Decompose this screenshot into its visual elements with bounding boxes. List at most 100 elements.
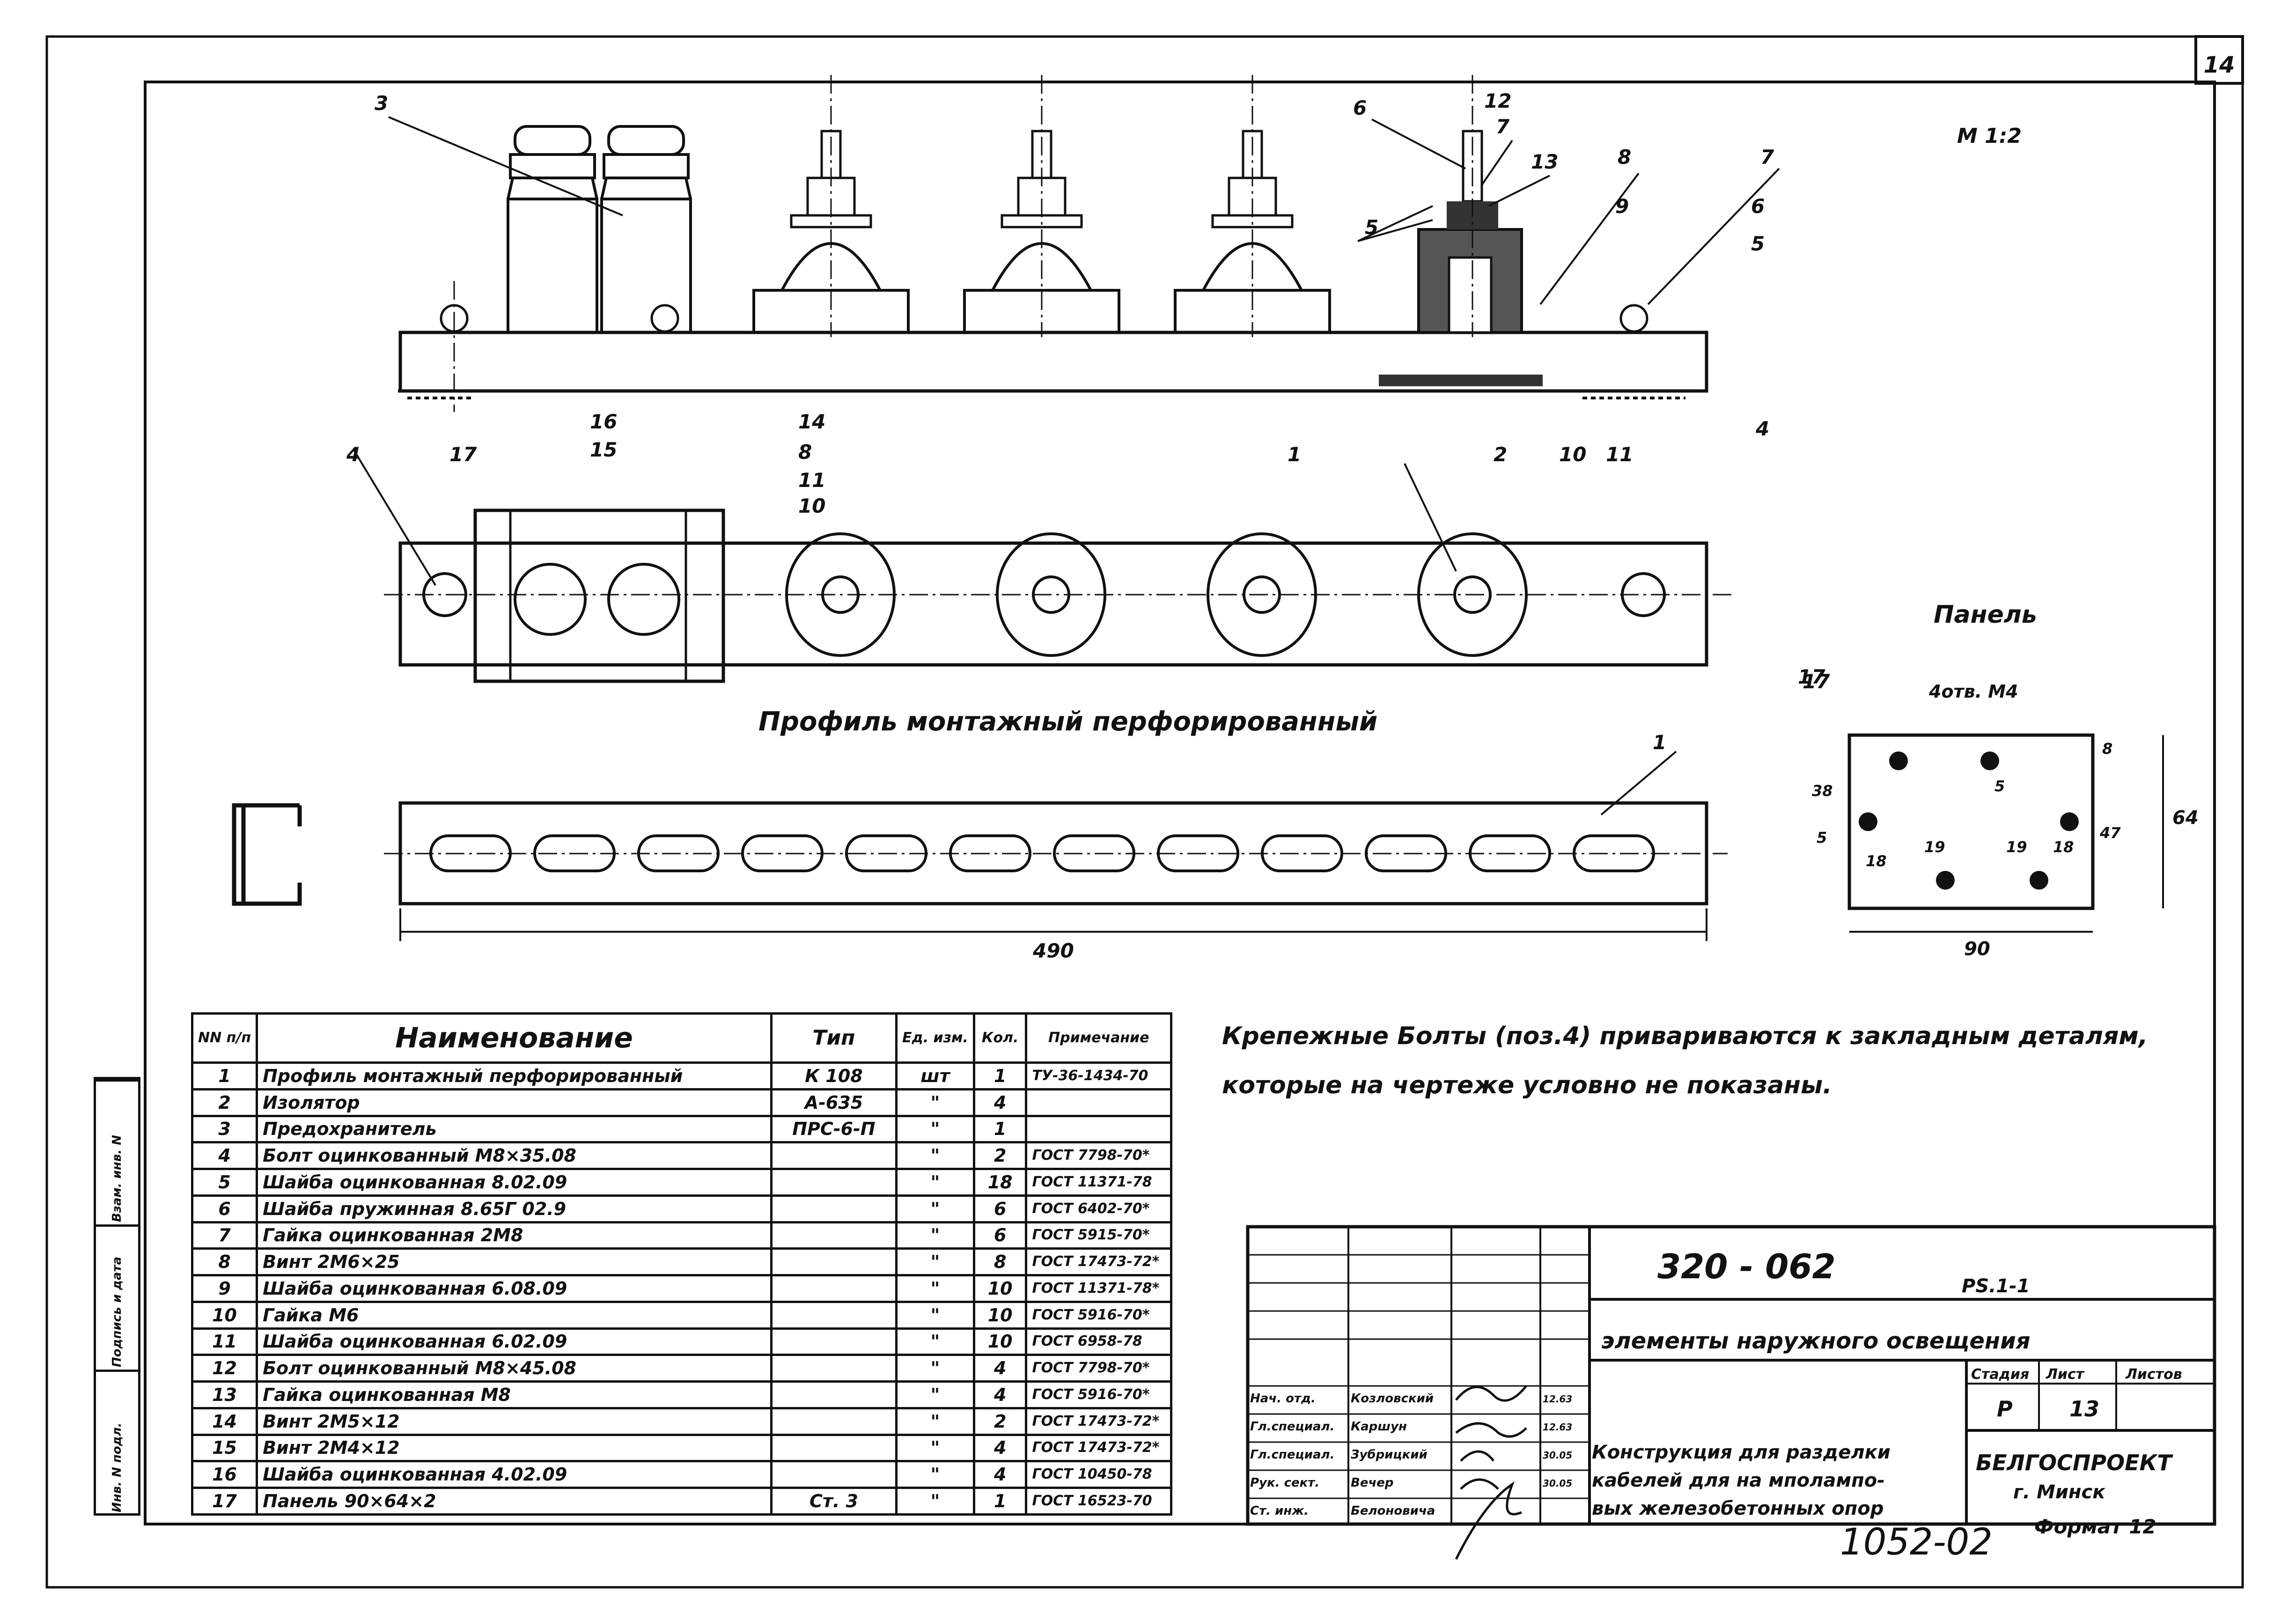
cell-type (770, 1247, 898, 1276)
cell-name: Шайба пружинная 8.65Г 02.9 (256, 1194, 773, 1223)
cell-qty: 10 (972, 1300, 1028, 1330)
cell-note: ТУ-36-1434-70 (1025, 1061, 1172, 1090)
svg-text:6: 6 (1353, 96, 1367, 119)
signature-scribble (1455, 1385, 1527, 1560)
cell-name: Шайба оцинкованная 8.02.09 (256, 1168, 773, 1197)
cell-type (770, 1300, 898, 1330)
svg-text:1: 1 (1653, 731, 1666, 754)
cell-name: Болт оцинкованный М8×45.08 (256, 1354, 773, 1383)
svg-text:Гл.специал.: Гл.специал. (1250, 1420, 1334, 1434)
svg-text:7: 7 (1496, 115, 1510, 138)
cell-type (770, 1354, 898, 1383)
cell-name: Гайка М6 (256, 1300, 773, 1330)
cell-no: 2 (191, 1088, 258, 1117)
profile-length: 490 (1032, 939, 1074, 962)
svg-text:12.63: 12.63 (1543, 1393, 1572, 1405)
cell-unit: " (895, 1327, 975, 1356)
cell-note: ГОСТ 10450-78 (1025, 1460, 1172, 1489)
cell-name: Предохранитель (256, 1114, 773, 1144)
cell-unit: " (895, 1247, 975, 1276)
svg-text:Стадия: Стадия (1971, 1366, 2029, 1383)
cell-name: Шайба оцинкованная 6.02.09 (256, 1327, 773, 1356)
cell-qty: 1 (972, 1061, 1028, 1090)
cell-no: 15 (191, 1433, 258, 1463)
cell-qty: 2 (972, 1141, 1028, 1170)
organization-city: г. Минск (2013, 1481, 2105, 1503)
cell-no: 12 (191, 1354, 258, 1383)
specification-table: NN п/п Наименование Тип Ед. изм. Кол. Пр… (191, 1012, 1172, 1516)
cell-qty: 6 (972, 1194, 1028, 1223)
cell-no: 11 (191, 1327, 258, 1356)
cell-qty: 4 (972, 1380, 1028, 1409)
profile-title: Профиль монтажный перфорированный (758, 707, 1377, 737)
svg-text:12.63: 12.63 (1543, 1422, 1572, 1433)
svg-text:3: 3 (375, 92, 388, 115)
cell-unit: " (895, 1221, 975, 1250)
cell-unit: " (895, 1380, 975, 1409)
mounting-note-line-1: Крепежные Болты (поз.4) привариваются к … (1222, 1022, 2148, 1050)
svg-text:15: 15 (590, 438, 617, 461)
cell-type (770, 1327, 898, 1356)
cell-qty: 1 (972, 1487, 1028, 1516)
cell-unit: " (895, 1460, 975, 1489)
cell-unit: " (895, 1088, 975, 1117)
sheet-number: 14 (2204, 52, 2235, 78)
cell-note: ГОСТ 7798-70* (1025, 1354, 1172, 1383)
cell-qty: 4 (972, 1088, 1028, 1117)
svg-text:Каршун: Каршун (1351, 1420, 1407, 1434)
cell-unit: " (895, 1141, 975, 1170)
svg-text:8: 8 (798, 441, 812, 464)
svg-text:47: 47 (2099, 824, 2121, 842)
cell-qty: 4 (972, 1460, 1028, 1489)
side-stamp-field: Взам. инв. N (110, 1135, 124, 1222)
cell-name: Гайка оцинкованная 2М8 (256, 1221, 773, 1250)
header-no: NN п/п (191, 1012, 258, 1064)
svg-text:18: 18 (1866, 852, 1887, 870)
description-line-2: кабелей для на мполампо- (1592, 1470, 1885, 1491)
svg-text:Козловский: Козловский (1351, 1392, 1434, 1406)
format-label: Формат 12 (2034, 1515, 2156, 1538)
cell-unit: " (895, 1407, 975, 1436)
svg-text:30.05: 30.05 (1543, 1450, 1572, 1461)
mounting-note-line-2: которые на чертеже условно не показаны. (1222, 1071, 1832, 1099)
svg-text:38: 38 (1812, 782, 1833, 800)
svg-text:12: 12 (1484, 89, 1511, 112)
cell-note: ГОСТ 5915-70* (1025, 1221, 1172, 1250)
svg-text:10: 10 (798, 494, 825, 517)
cell-name: Винт 2М5×12 (256, 1407, 773, 1436)
side-stamp-field: Подпись и дата (110, 1256, 124, 1367)
document-subject: элементы наружного освещения (1601, 1328, 2031, 1354)
cell-name: Панель 90×64×2 (256, 1487, 773, 1516)
svg-text:5: 5 (1751, 232, 1765, 255)
cell-name: Гайка оцинкованная М8 (256, 1380, 773, 1409)
cell-type (770, 1380, 898, 1409)
cell-unit: шт (895, 1061, 975, 1090)
cell-note: ГОСТ 17473-72* (1025, 1433, 1172, 1463)
cell-note (1025, 1088, 1172, 1117)
cell-type: ПРС-6-П (770, 1114, 898, 1144)
cell-name: Профиль монтажный перфорированный (256, 1061, 773, 1090)
cell-note: ГОСТ 6402-70* (1025, 1194, 1172, 1223)
scale-label: М 1:2 (1957, 124, 2022, 148)
cell-no: 4 (191, 1141, 258, 1170)
cell-note (1025, 1114, 1172, 1144)
svg-text:6: 6 (1751, 195, 1765, 218)
cell-type (770, 1141, 898, 1170)
cell-unit: " (895, 1433, 975, 1463)
svg-text:1: 1 (1288, 443, 1301, 466)
svg-text:19: 19 (1924, 838, 1945, 856)
cell-qty: 8 (972, 1247, 1028, 1276)
cell-no: 5 (191, 1168, 258, 1197)
svg-text:13: 13 (1531, 150, 1558, 173)
cell-unit: " (895, 1354, 975, 1383)
profile-c-section (232, 803, 302, 906)
cell-note: ГОСТ 17473-72* (1025, 1407, 1172, 1436)
cell-no: 13 (191, 1380, 258, 1409)
side-stamp-field: Инв. N подл. (110, 1422, 124, 1512)
svg-text:5: 5 (1817, 829, 1827, 847)
svg-text:7: 7 (1760, 146, 1774, 169)
